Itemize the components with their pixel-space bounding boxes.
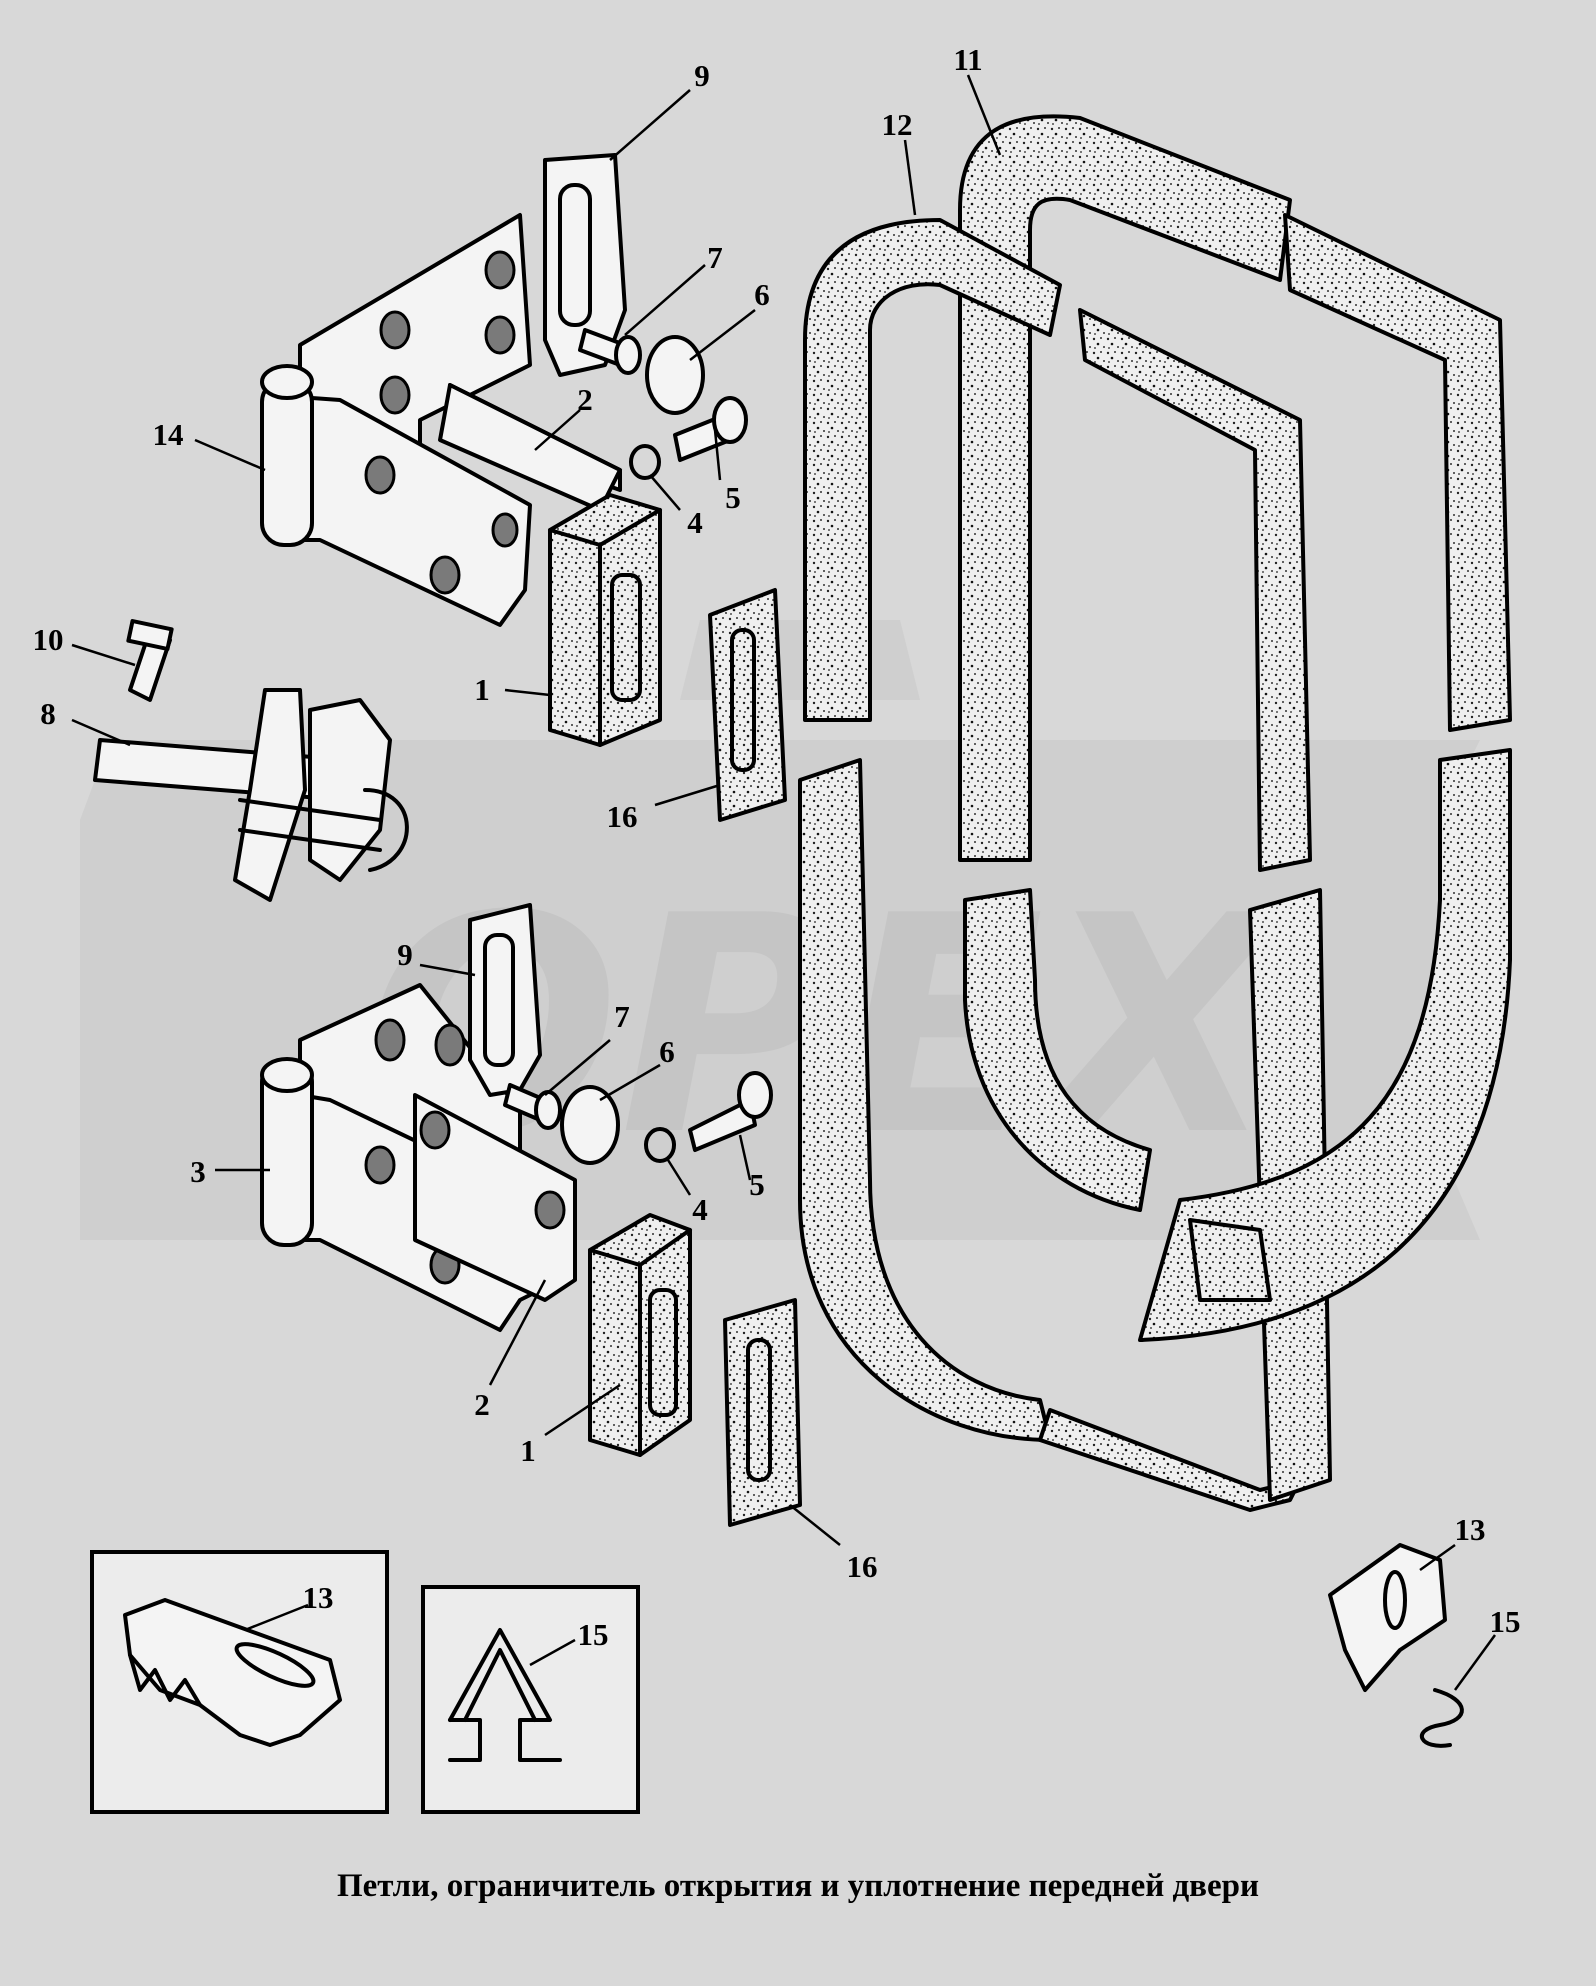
callout-10: 10	[33, 622, 64, 657]
callout-6-top: 6	[754, 277, 770, 312]
leader-lines	[71, 74, 1497, 1691]
callout-7-top: 7	[707, 240, 723, 275]
upper-hinge-assembly	[260, 153, 787, 822]
callout-labels: 9 11 12 7 6 2 14 5 4 10 8 1 16 9 7 6 3 4…	[33, 42, 1521, 1652]
callout-16-top: 16	[607, 799, 638, 834]
inset-clip-15	[421, 1585, 640, 1814]
callout-9-top: 9	[694, 58, 710, 93]
callout-2-bottom: 2	[474, 1387, 490, 1422]
inset-clip-13	[90, 1550, 389, 1814]
callout-9-bottom: 9	[397, 937, 413, 972]
figure-caption: Петли, ограничитель открытия и уплотнени…	[336, 1868, 1260, 1904]
callout-4-top: 4	[687, 505, 703, 540]
callout-11: 11	[953, 42, 982, 77]
callout-2-top: 2	[577, 382, 593, 417]
callout-5-top: 5	[725, 480, 741, 515]
callout-1-bottom: 1	[520, 1433, 536, 1468]
callout-7-bottom: 7	[614, 999, 630, 1034]
door-check-assembly	[93, 619, 409, 902]
lower-hinge-assembly	[260, 903, 802, 1527]
callout-12: 12	[882, 107, 913, 142]
callout-6-bottom: 6	[659, 1034, 675, 1069]
callout-3: 3	[190, 1154, 206, 1189]
callout-16-bottom: 16	[847, 1549, 878, 1584]
callout-15-inset: 15	[578, 1617, 609, 1652]
door-seals	[798, 114, 1512, 1512]
callout-8: 8	[40, 696, 56, 731]
callout-1-top: 1	[474, 672, 490, 707]
callout-5-bottom: 5	[749, 1167, 765, 1202]
callout-15-right: 15	[1490, 1604, 1521, 1639]
callout-13-inset: 13	[303, 1580, 334, 1615]
callout-14: 14	[153, 417, 184, 452]
callout-4-bottom: 4	[692, 1192, 708, 1227]
clip-13-15-right	[1328, 1543, 1464, 1748]
callout-13-right: 13	[1455, 1512, 1486, 1547]
